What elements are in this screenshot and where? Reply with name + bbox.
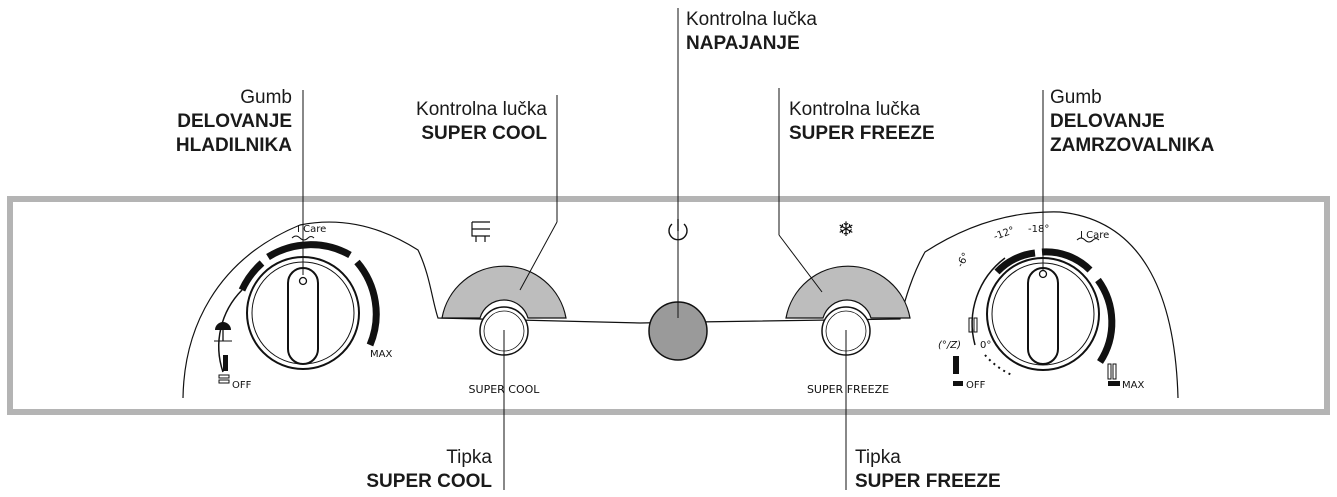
freezer-max-bars-icon — [1107, 363, 1112, 380]
panel-outline — [182, 211, 1179, 399]
callout-power-led-line2: NAPAJANJE — [686, 33, 800, 54]
callout-power-led-line1: Kontrolna lučka — [686, 9, 817, 30]
fridge-off-bar-icon — [223, 355, 228, 371]
callout-power-led: Kontrolna lučka NAPAJANJE — [686, 8, 817, 56]
callout-freezer-knob-line2: DELOVANJE — [1050, 111, 1165, 132]
callout-freezer-knob: Gumb DELOVANJE ZAMRZOVALNIKA — [1050, 86, 1214, 158]
freezer-minus18-label: -18° — [1028, 224, 1049, 235]
freezer-zero-prefix: (°/Z) — [938, 340, 961, 351]
callout-super-freeze-led: Kontrolna lučka SUPER FREEZE — [789, 98, 935, 146]
callout-super-freeze-button-line1: Tipka — [855, 447, 901, 468]
freezer-knob-grip[interactable] — [1027, 267, 1059, 365]
freezer-off-bar-icon — [953, 356, 959, 374]
fridge-arc-seg3 — [354, 259, 380, 347]
fridge-max-label: MAX — [370, 349, 392, 360]
fridge-knob-marker — [298, 276, 308, 286]
fridge-off-label: OFF — [232, 380, 252, 391]
panel-frame — [7, 196, 1330, 415]
freezer-minus6-label: -6° — [955, 251, 972, 269]
callout-super-cool-led-line2: SUPER COOL — [421, 123, 547, 144]
callout-super-cool-button-line1: Tipka — [446, 447, 492, 468]
freezer-arc-seg2 — [1041, 248, 1093, 273]
freezer-knob-marker — [1038, 269, 1048, 279]
freezer-off-label: OFF — [966, 380, 986, 391]
callout-super-freeze-button-line2: SUPER FREEZE — [855, 471, 1001, 492]
freezer-zero-label: 0° — [980, 340, 991, 351]
freezer-minus12-label: -12° — [992, 225, 1016, 243]
callout-fridge-knob: Gumb DELOVANJE HLADILNIKA — [176, 86, 292, 158]
fridge-thin-arc — [218, 289, 243, 373]
callout-fridge-knob-line2: DELOVANJE — [177, 111, 292, 132]
super-freeze-indicator-arc — [785, 265, 911, 319]
callout-super-cool-led-line1: Kontrolna lučka — [416, 99, 547, 120]
super-cool-icon — [471, 221, 490, 242]
leader-super-freeze-led — [778, 234, 823, 293]
callout-freezer-knob-line3: ZAMRZOVALNIKA — [1050, 135, 1215, 156]
callout-super-freeze-button: Tipka SUPER FREEZE — [855, 446, 1001, 494]
freezer-thin-arc — [971, 257, 1006, 346]
fridge-arc-seg1 — [238, 260, 265, 292]
callout-super-cool-led: Kontrolna lučka SUPER COOL — [416, 98, 547, 146]
callout-freezer-knob-line1: Gumb — [1050, 87, 1102, 108]
leader-lines — [302, 8, 1044, 490]
fridge-knob-grip[interactable] — [287, 267, 319, 365]
care-hand-icon — [291, 235, 315, 241]
freezer-zero-bars-icon — [968, 317, 973, 333]
freezer-care-hand-icon — [1076, 237, 1100, 243]
freezer-off-shelf-icon — [953, 381, 963, 386]
freezer-max-label: MAX — [1122, 380, 1144, 391]
snowflake-icon: ❄ — [838, 219, 855, 241]
freezer-care-label: I Care — [1080, 230, 1109, 241]
callout-super-freeze-led-line2: SUPER FREEZE — [789, 123, 935, 144]
super-freeze-group: ❄ — [785, 219, 911, 356]
callout-fridge-knob-line1: Gumb — [240, 87, 292, 108]
freezer-dotted-arc — [984, 354, 1013, 376]
callout-fridge-knob-line3: HLADILNIKA — [175, 135, 292, 156]
fridge-off-shelf-icon — [218, 374, 230, 379]
callout-super-cool-button: Tipka SUPER COOL — [366, 446, 492, 494]
holiday-umbrella-icon — [214, 322, 232, 342]
fridge-arc-seg2 — [266, 241, 352, 260]
freezer-knob-group — [953, 237, 1120, 386]
callout-super-freeze-led-line1: Kontrolna lučka — [789, 99, 920, 120]
fridge-care-label: I Care — [297, 224, 326, 235]
freezer-arc-seg1 — [994, 249, 1036, 275]
freezer-max-shelf-icon — [1108, 381, 1120, 386]
callout-super-cool-button-line2: SUPER COOL — [366, 471, 492, 492]
freezer-arc-seg3 — [1095, 277, 1116, 364]
fridge-knob-group — [214, 235, 380, 384]
super-cool-indicator-arc — [441, 265, 567, 319]
leader-super-cool-led — [519, 221, 558, 291]
super-freeze-panel-label: SUPER FREEZE — [807, 383, 889, 396]
